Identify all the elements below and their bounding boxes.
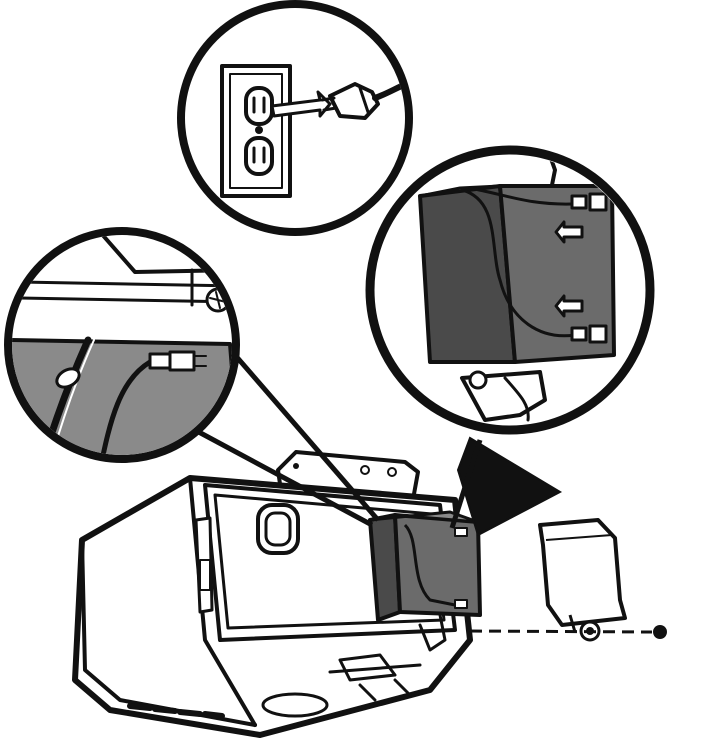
battery-cover bbox=[538, 518, 627, 633]
wire-connector bbox=[148, 352, 172, 370]
wire-connector-callout bbox=[4, 227, 240, 463]
callout-leaders bbox=[193, 353, 563, 537]
battery-connection-callout bbox=[365, 145, 655, 435]
left-arrow-icon bbox=[554, 294, 584, 318]
battery-pack bbox=[368, 510, 482, 622]
screw-guide-line bbox=[469, 629, 653, 634]
wall-outlet-plug-callout bbox=[177, 0, 413, 236]
left-arrow-icon bbox=[554, 220, 584, 244]
